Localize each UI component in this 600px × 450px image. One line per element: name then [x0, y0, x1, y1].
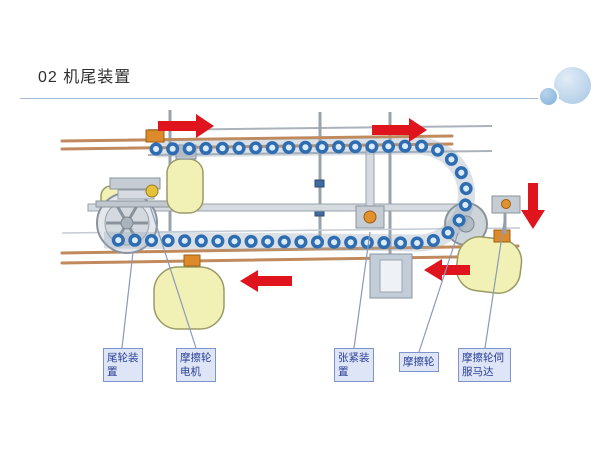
tail-wheel-hub	[120, 216, 134, 230]
callout-box-tension-device: 张紧装置	[334, 348, 374, 383]
callout-line-friction-wheel	[418, 232, 459, 353]
pod-right	[455, 236, 523, 294]
slide-title: 02 机尾装置	[38, 69, 132, 86]
callout-box-friction-wheel-motor: 摩擦轮电机	[176, 348, 216, 383]
callout-box-tail-wheel-device: 尾轮装置	[103, 348, 143, 383]
motor-hub	[145, 184, 159, 198]
callout-line-friction-motor	[149, 205, 197, 349]
callout-line-servo	[484, 215, 506, 349]
decoration-circle-small	[538, 86, 559, 107]
flow-arrow-top-left	[158, 114, 214, 138]
title-divider	[20, 98, 583, 99]
callout-line-tail-wheel	[121, 251, 134, 349]
pod-bottom	[153, 266, 225, 330]
decoration-circle-large	[554, 67, 591, 104]
flow-arrow-bottom-right	[424, 259, 470, 281]
chain-roller-cores	[101, 142, 470, 247]
servo-hub	[501, 199, 511, 209]
tension-hub	[363, 210, 377, 224]
tension-device	[355, 149, 385, 229]
callout-line-tension	[353, 231, 371, 349]
hanger-bracket	[369, 253, 413, 299]
tension-rod	[365, 149, 375, 209]
callout-lines	[121, 205, 506, 353]
pod-top-left	[166, 158, 204, 214]
flow-arrow-right-end	[521, 183, 545, 229]
flow-arrow-top-right	[372, 118, 427, 142]
tail-motor-bracket	[95, 177, 177, 208]
callout-box-friction-wheel: 摩擦轮	[399, 352, 439, 373]
conveyor-chain	[97, 137, 475, 252]
flow-arrows	[158, 114, 545, 292]
flow-arrow-bottom-center	[240, 270, 292, 292]
rail-clamp-bottom-pod	[183, 254, 201, 267]
rail-clamp-top-left	[145, 129, 165, 143]
callout-box-friction-wheel-servo: 摩擦轮伺服马达	[458, 348, 511, 383]
carrier-pods	[153, 158, 523, 330]
